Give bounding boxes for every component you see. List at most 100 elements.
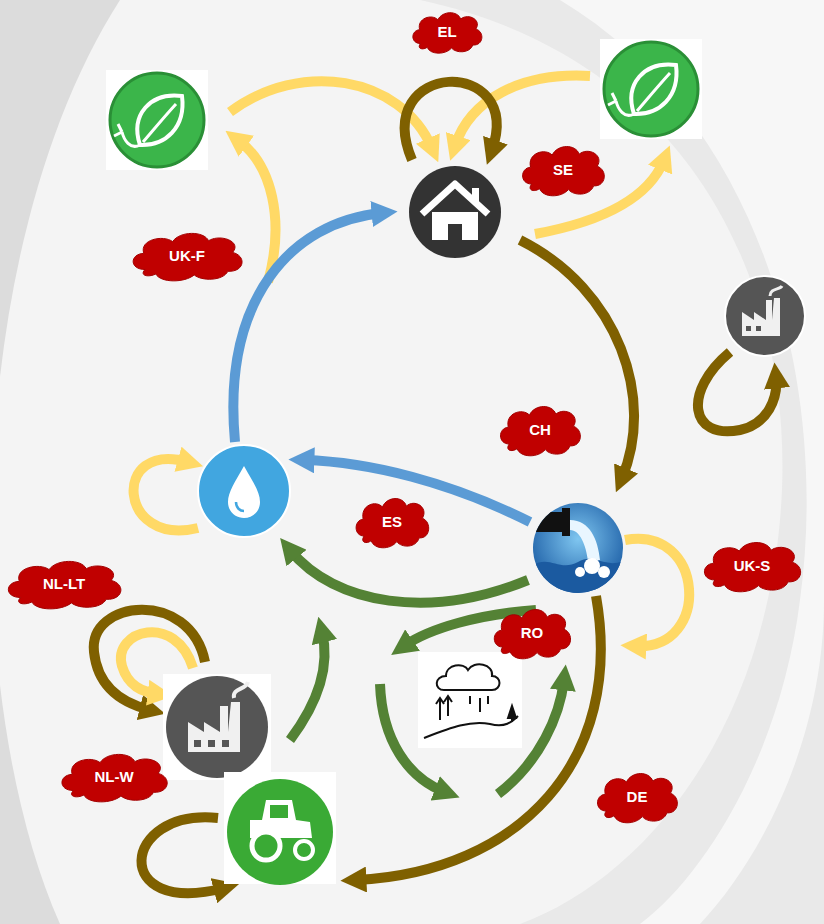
cloud-outline [62, 754, 167, 801]
window [746, 326, 751, 331]
drop-shine [236, 502, 244, 511]
icon-tile [163, 674, 271, 780]
factory-glyph [188, 702, 240, 752]
factory-icon [163, 674, 271, 780]
rain-cloud [437, 664, 500, 690]
cloud-text: UK-S [734, 557, 771, 575]
cloud-label: SE [518, 142, 608, 198]
flow-arrow [625, 539, 689, 646]
cloud-outline [494, 610, 570, 659]
flow-arrows [94, 76, 777, 894]
cloud-text: UK-F [169, 247, 205, 265]
house-chimney [472, 188, 479, 202]
icon-tile [600, 39, 702, 139]
icon-disc [198, 445, 290, 537]
icon-tile [418, 652, 522, 748]
ground-line [424, 716, 518, 738]
factory-glyph [742, 298, 780, 336]
leaf [631, 65, 676, 114]
tractor-window [270, 805, 288, 818]
cloud-outline [356, 499, 429, 548]
cloud-text: DE [627, 788, 648, 806]
cloud-text: EL [437, 23, 456, 41]
house-roof [422, 184, 488, 214]
window [222, 740, 229, 747]
flow-arrow [233, 213, 382, 442]
plug [608, 93, 634, 115]
foam [584, 558, 600, 574]
cloud-label: UK-S [699, 538, 805, 594]
tree [508, 706, 516, 722]
flow-arrow [405, 82, 497, 160]
background-swoosh [560, 0, 824, 924]
icon-tile [106, 70, 208, 170]
window [756, 326, 761, 331]
cloud-text: ES [382, 513, 402, 531]
wastewater-icon [533, 503, 625, 600]
cloud-text: CH [529, 421, 551, 439]
icon-disc [166, 676, 268, 778]
icon-disc [725, 276, 805, 356]
cloud-label: ES [352, 494, 432, 550]
water-waves [533, 559, 625, 600]
flow-arrow [698, 352, 776, 431]
water-icon [198, 445, 290, 537]
cloud-outline [523, 147, 605, 196]
cloud-outline [133, 233, 242, 280]
cloud-label: DE [593, 769, 681, 825]
water-cycle-icon [418, 652, 522, 748]
tractor-icon [224, 772, 336, 885]
cloud-label: UK-F [127, 229, 247, 283]
flow-arrow [290, 550, 528, 603]
leaf-vein [143, 104, 176, 142]
background-band [420, 0, 824, 924]
flow-arrow [290, 632, 325, 740]
window [208, 740, 215, 747]
icon-disc [604, 42, 698, 136]
cloud-text: SE [553, 161, 573, 179]
tractor-wheel [252, 832, 280, 860]
leaf [137, 96, 182, 145]
icon-disc [409, 166, 501, 258]
cloud-outline [598, 774, 678, 823]
cloud-outline [704, 543, 800, 592]
house-icon [409, 166, 501, 258]
cloud-outline [413, 13, 482, 53]
foam [575, 567, 585, 577]
cloud-label: NL-LT [2, 557, 126, 611]
window [194, 740, 201, 747]
icon-disc [110, 73, 204, 167]
cloud-text: RO [521, 624, 544, 642]
cloud-label: NL-W [56, 750, 172, 804]
smoke [770, 286, 782, 296]
cloud-label: EL [409, 9, 485, 55]
flow-arrow [356, 596, 601, 880]
plug [114, 124, 140, 146]
cloud-text: NL-LT [43, 575, 85, 593]
cloud-text: NL-W [94, 768, 133, 786]
wastewater-scene [533, 508, 625, 600]
pipe-flange [562, 508, 570, 536]
house-body [432, 212, 478, 240]
flow-arrow [134, 459, 198, 530]
smoke [234, 682, 248, 698]
cloud-outline [8, 561, 121, 608]
water-jet [570, 520, 600, 562]
flow-arrow [238, 140, 275, 282]
foam [598, 566, 610, 578]
cloud-label: RO [490, 605, 574, 661]
cloud-label: CH [496, 402, 584, 458]
flow-arrow [141, 817, 224, 893]
rain-drops [470, 696, 488, 712]
evaporation-arrows [436, 696, 452, 720]
icon-disc [227, 779, 333, 885]
energy-icon [600, 39, 702, 139]
leaf-vein [637, 73, 670, 111]
energy-icon [106, 70, 208, 170]
outlet-pipe [533, 512, 567, 532]
factory-icon [725, 276, 805, 356]
